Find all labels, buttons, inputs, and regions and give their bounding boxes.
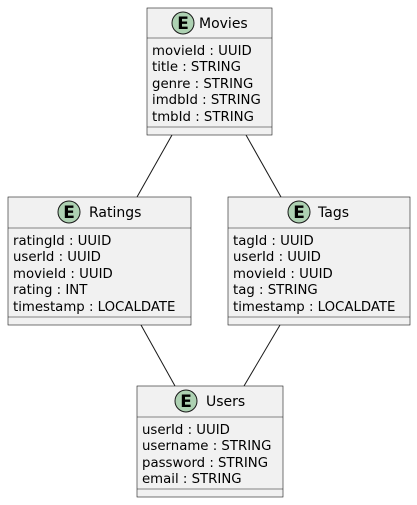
relation-movies-ratings xyxy=(136,134,173,198)
entity-badge-letter: E xyxy=(293,203,305,223)
relations xyxy=(136,134,282,387)
entity-attribute: username : STRING xyxy=(142,439,271,454)
entity-attribute: title : STRING xyxy=(152,60,241,75)
entity-badge-icon xyxy=(174,389,198,413)
relation-tags-users xyxy=(243,324,281,387)
entity-badge-icon xyxy=(171,11,195,35)
entity-movies[interactable]: E Movies movieId : UUID title : STRING g… xyxy=(146,7,273,136)
entity-attribute: userId : UUID xyxy=(233,250,321,265)
entity-attribute: userId : UUID xyxy=(13,250,101,265)
entity-attribute: movieId : UUID xyxy=(13,267,113,282)
entity-ratings[interactable]: E Ratings ratingId : UUID userId : UUID … xyxy=(7,196,192,326)
entity-attribute: tag : STRING xyxy=(233,283,318,298)
entity-tags-box xyxy=(227,196,411,326)
entity-attribute: tagId : UUID xyxy=(233,234,314,249)
entity-attribute: tmbId : STRING xyxy=(152,110,254,125)
entity-attribute: movieId : UUID xyxy=(233,267,333,282)
entity-attribute: imdbId : STRING xyxy=(152,93,261,108)
entity-attribute: timestamp : LOCALDATE xyxy=(13,300,175,315)
entity-badge-icon xyxy=(57,200,81,224)
entity-users[interactable]: E Users userId : UUID username : STRING … xyxy=(136,385,284,498)
entity-attribute: timestamp : LOCALDATE xyxy=(233,300,395,315)
entity-attribute: email : STRING xyxy=(142,472,242,487)
entity-attribute: rating : INT xyxy=(13,283,88,298)
entity-users-title: Users xyxy=(206,394,245,410)
entity-ratings-box xyxy=(7,196,192,326)
entity-movies-title: Movies xyxy=(199,16,248,32)
relation-movies-tags xyxy=(245,134,282,198)
entity-tags-title: Tags xyxy=(317,205,349,221)
entity-badge-icon xyxy=(287,200,311,224)
entity-attribute: ratingId : UUID xyxy=(13,234,111,249)
entity-attribute: genre : STRING xyxy=(152,77,253,92)
entity-badge-letter: E xyxy=(180,392,192,412)
entity-badge-letter: E xyxy=(177,14,189,34)
entity-movies-box xyxy=(146,7,273,136)
relation-ratings-users xyxy=(140,324,176,387)
entity-attribute: movieId : UUID xyxy=(152,44,252,59)
entity-users-box xyxy=(136,385,284,498)
entity-badge-letter: E xyxy=(63,203,75,223)
entity-attribute: userId : UUID xyxy=(142,423,230,438)
entity-tags[interactable]: E Tags tagId : UUID userId : UUID movieI… xyxy=(227,196,411,326)
entity-attribute: password : STRING xyxy=(142,456,268,471)
entity-ratings-title: Ratings xyxy=(89,205,141,221)
